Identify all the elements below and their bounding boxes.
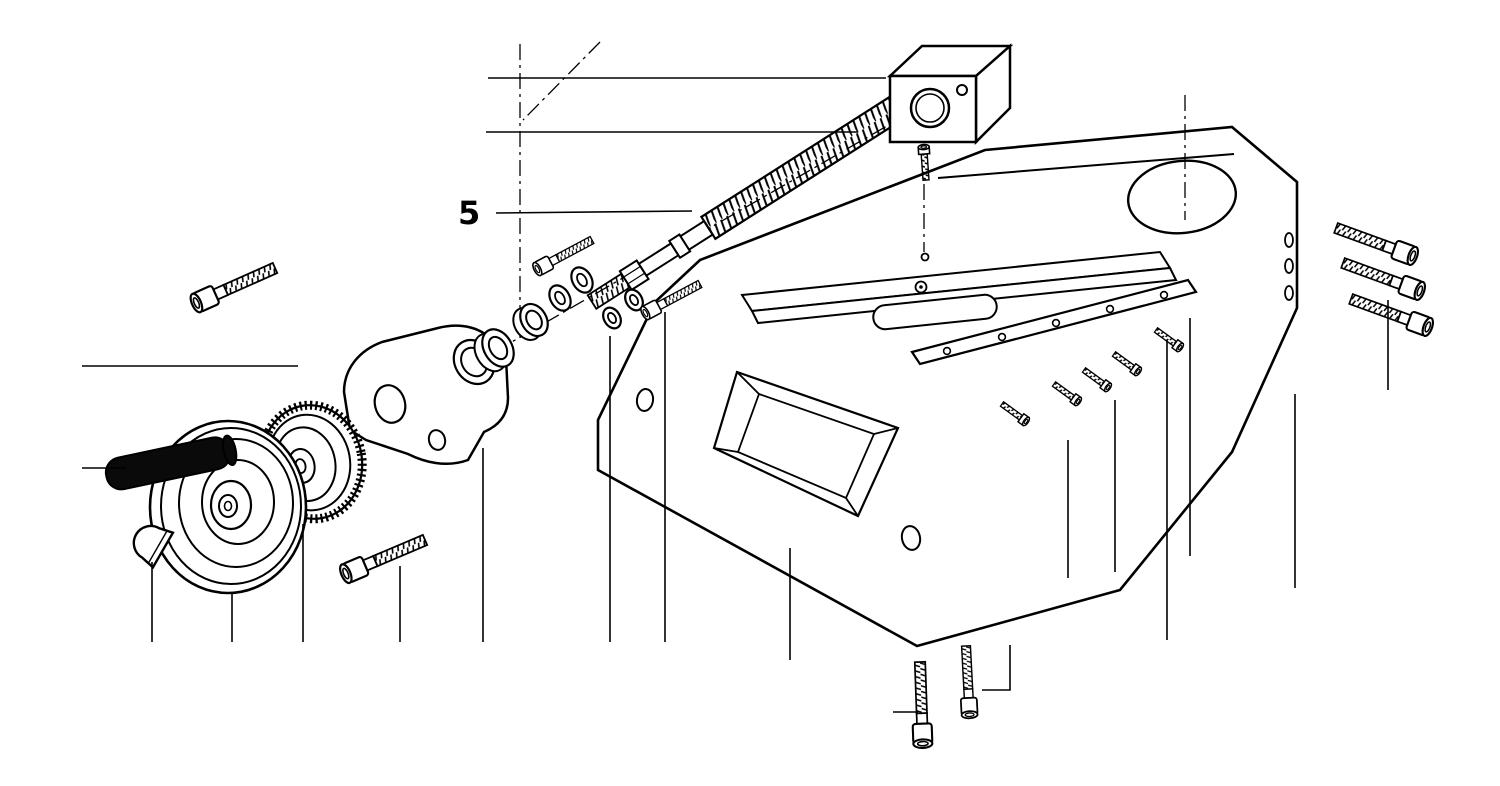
spacer-bushings	[473, 302, 549, 373]
vise-body	[596, 125, 1299, 648]
part-number-label: 5	[458, 194, 480, 232]
thrust-washers	[548, 266, 644, 330]
bearing-flange	[342, 324, 510, 466]
acorn-nut	[132, 524, 175, 570]
handle-grip	[104, 434, 238, 491]
base-mounting-screws	[909, 644, 979, 750]
leader-lines	[82, 77, 1389, 713]
handwheel	[148, 419, 308, 595]
gib-strip	[910, 278, 1198, 366]
lead-screw-nut-block	[886, 43, 1014, 146]
